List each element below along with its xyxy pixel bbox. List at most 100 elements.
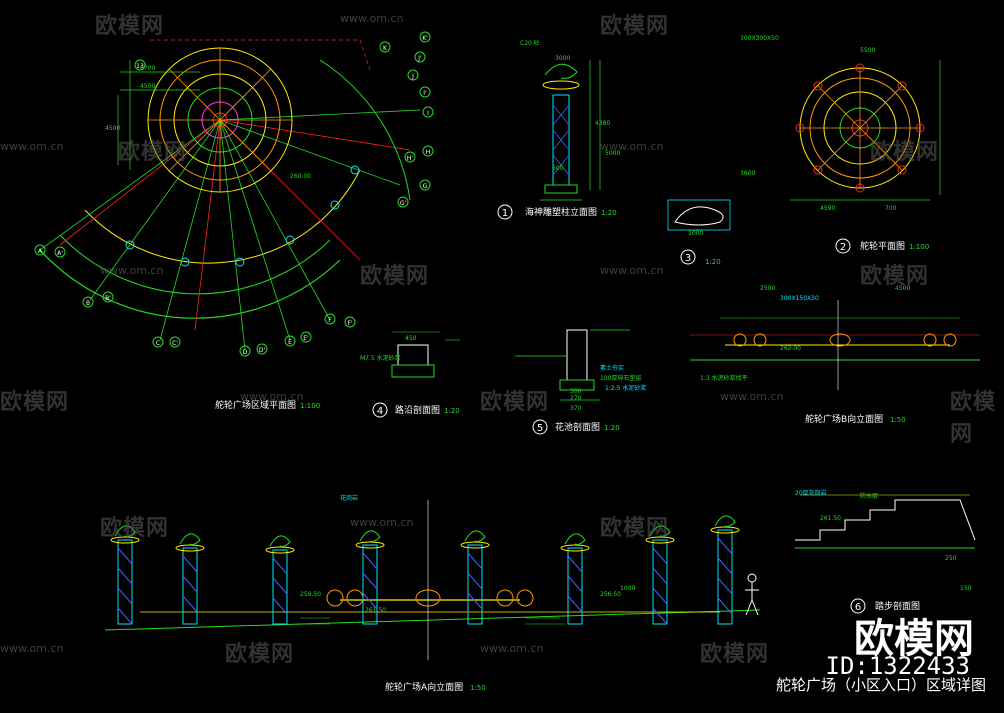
axis-label: E bbox=[288, 339, 292, 346]
axis-bubble bbox=[397, 196, 409, 208]
column-cap bbox=[645, 536, 675, 544]
plaza-area-plan bbox=[39, 39, 421, 351]
watermark-url: www.om.cn bbox=[240, 390, 304, 403]
column-cap bbox=[710, 526, 740, 534]
column-brace bbox=[272, 557, 288, 575]
column-brace bbox=[717, 577, 733, 595]
sculpture-column bbox=[182, 547, 198, 625]
dimension-text: 3600 bbox=[740, 170, 755, 177]
note-text: 300X150X30 bbox=[780, 295, 819, 302]
axis-label: I' bbox=[423, 90, 427, 97]
axis-bubble bbox=[102, 291, 114, 303]
note-text: 20厚花岗岩 bbox=[795, 489, 827, 497]
view-number: 6 bbox=[855, 602, 861, 613]
axis-bubble bbox=[54, 246, 66, 258]
axis-label: F' bbox=[347, 320, 352, 327]
note-text: 素土夯实 bbox=[600, 364, 624, 372]
dimension-text: 150 bbox=[960, 585, 972, 592]
column-brace bbox=[652, 567, 668, 585]
dimension-text: 700 bbox=[885, 205, 897, 212]
column-cap bbox=[460, 541, 490, 549]
sculpture-figure bbox=[564, 533, 586, 545]
watermark-logo: 欧模网 bbox=[700, 642, 770, 667]
sculpture-figure bbox=[359, 530, 381, 542]
dimension-text: 600 bbox=[552, 165, 564, 172]
dimension-text: 4590 bbox=[820, 205, 835, 212]
note-text: 1:3 水泥砂浆找平 bbox=[700, 374, 748, 382]
plaza-a-elevation bbox=[104, 500, 761, 660]
axis-label: G bbox=[423, 183, 428, 190]
watermark-logo: 欧模网 bbox=[870, 140, 940, 165]
watermark-logo: 欧模网 bbox=[600, 14, 670, 39]
axis-label: 13 bbox=[136, 63, 144, 70]
view-number-bubble bbox=[372, 402, 388, 418]
view-number-bubble bbox=[680, 249, 696, 265]
axis-bubble bbox=[324, 313, 336, 325]
dimension-text: 1000 bbox=[620, 585, 635, 592]
axis-label: F bbox=[328, 317, 332, 324]
column-brace bbox=[362, 552, 378, 570]
view-title: 踏步剖面图 bbox=[875, 600, 920, 612]
view-number-bubble bbox=[497, 204, 513, 220]
watermark-logo: 欧模网 bbox=[480, 390, 550, 415]
dimension-text: 259.50 bbox=[300, 591, 321, 598]
axis-label: A bbox=[38, 248, 43, 255]
sculpture-figure bbox=[114, 525, 136, 537]
axis-label: K' bbox=[422, 35, 428, 42]
column-brace bbox=[717, 597, 733, 615]
sculpture-figure bbox=[179, 533, 201, 545]
axis-bubble bbox=[419, 179, 431, 191]
note-text: C20 砼 bbox=[520, 39, 540, 47]
column-brace bbox=[467, 572, 483, 590]
dimension-text: 260.00 bbox=[290, 173, 311, 180]
axis-bubble bbox=[407, 69, 419, 81]
axis-label: J bbox=[411, 73, 414, 80]
dimension-text: 256.50 bbox=[600, 591, 621, 598]
dimension-text: 4500 bbox=[105, 125, 120, 132]
watermark-logo: 欧模网 bbox=[600, 516, 670, 541]
sculpture-column bbox=[362, 544, 378, 625]
watermark-url: www.om.cn bbox=[340, 12, 404, 25]
column-brace bbox=[362, 592, 378, 610]
note-text: 1:2.5 水泥砂浆 bbox=[605, 384, 646, 392]
view-scale: 1:50 bbox=[470, 684, 486, 692]
axis-label: K bbox=[383, 45, 388, 52]
column-brace bbox=[117, 587, 133, 605]
column-brace bbox=[272, 597, 288, 615]
watermark-url: www.om.cn bbox=[0, 642, 64, 655]
watermark-logo: 欧模网 bbox=[95, 14, 165, 39]
sculpture-figure bbox=[649, 525, 671, 537]
axis-label: C bbox=[156, 340, 160, 347]
view-number: 1 bbox=[502, 208, 508, 219]
sculpture-column bbox=[117, 539, 133, 625]
axis-bubble bbox=[82, 296, 94, 308]
dimension-text: 261.50 bbox=[365, 607, 386, 614]
view-scale: 1:100 bbox=[300, 402, 320, 410]
axis-bubble bbox=[344, 316, 356, 328]
sculpture-column bbox=[567, 547, 583, 625]
view-title: 花池剖面图 bbox=[555, 421, 600, 433]
sculpture-column bbox=[467, 544, 483, 625]
axis-label: H bbox=[426, 149, 431, 156]
watermark-url: www.om.cn bbox=[0, 140, 64, 153]
axis-label: G' bbox=[400, 200, 407, 207]
dimension-text: 1000 bbox=[688, 230, 703, 237]
dimension-text: 6700 bbox=[140, 65, 155, 72]
axis-bubble bbox=[300, 331, 312, 343]
dimension-text: 4500 bbox=[140, 83, 155, 90]
sculpture-figure bbox=[714, 515, 736, 527]
column-brace bbox=[117, 607, 133, 625]
axis-label: D' bbox=[259, 347, 266, 354]
column-brace bbox=[182, 555, 198, 573]
note-text: 100厚碎石垫层 bbox=[600, 374, 641, 382]
rudder-wheel-plan bbox=[790, 60, 941, 201]
curb-section bbox=[391, 331, 460, 378]
view-title: 舵轮广场A向立面图 bbox=[385, 681, 463, 693]
sculpture-figure bbox=[464, 530, 486, 542]
axis-bubble bbox=[422, 145, 434, 157]
column-brace bbox=[567, 595, 583, 613]
column-brace bbox=[182, 575, 198, 593]
dimension-text: 370 bbox=[570, 405, 582, 412]
axis-bubble bbox=[152, 336, 164, 348]
column-brace bbox=[717, 537, 733, 555]
